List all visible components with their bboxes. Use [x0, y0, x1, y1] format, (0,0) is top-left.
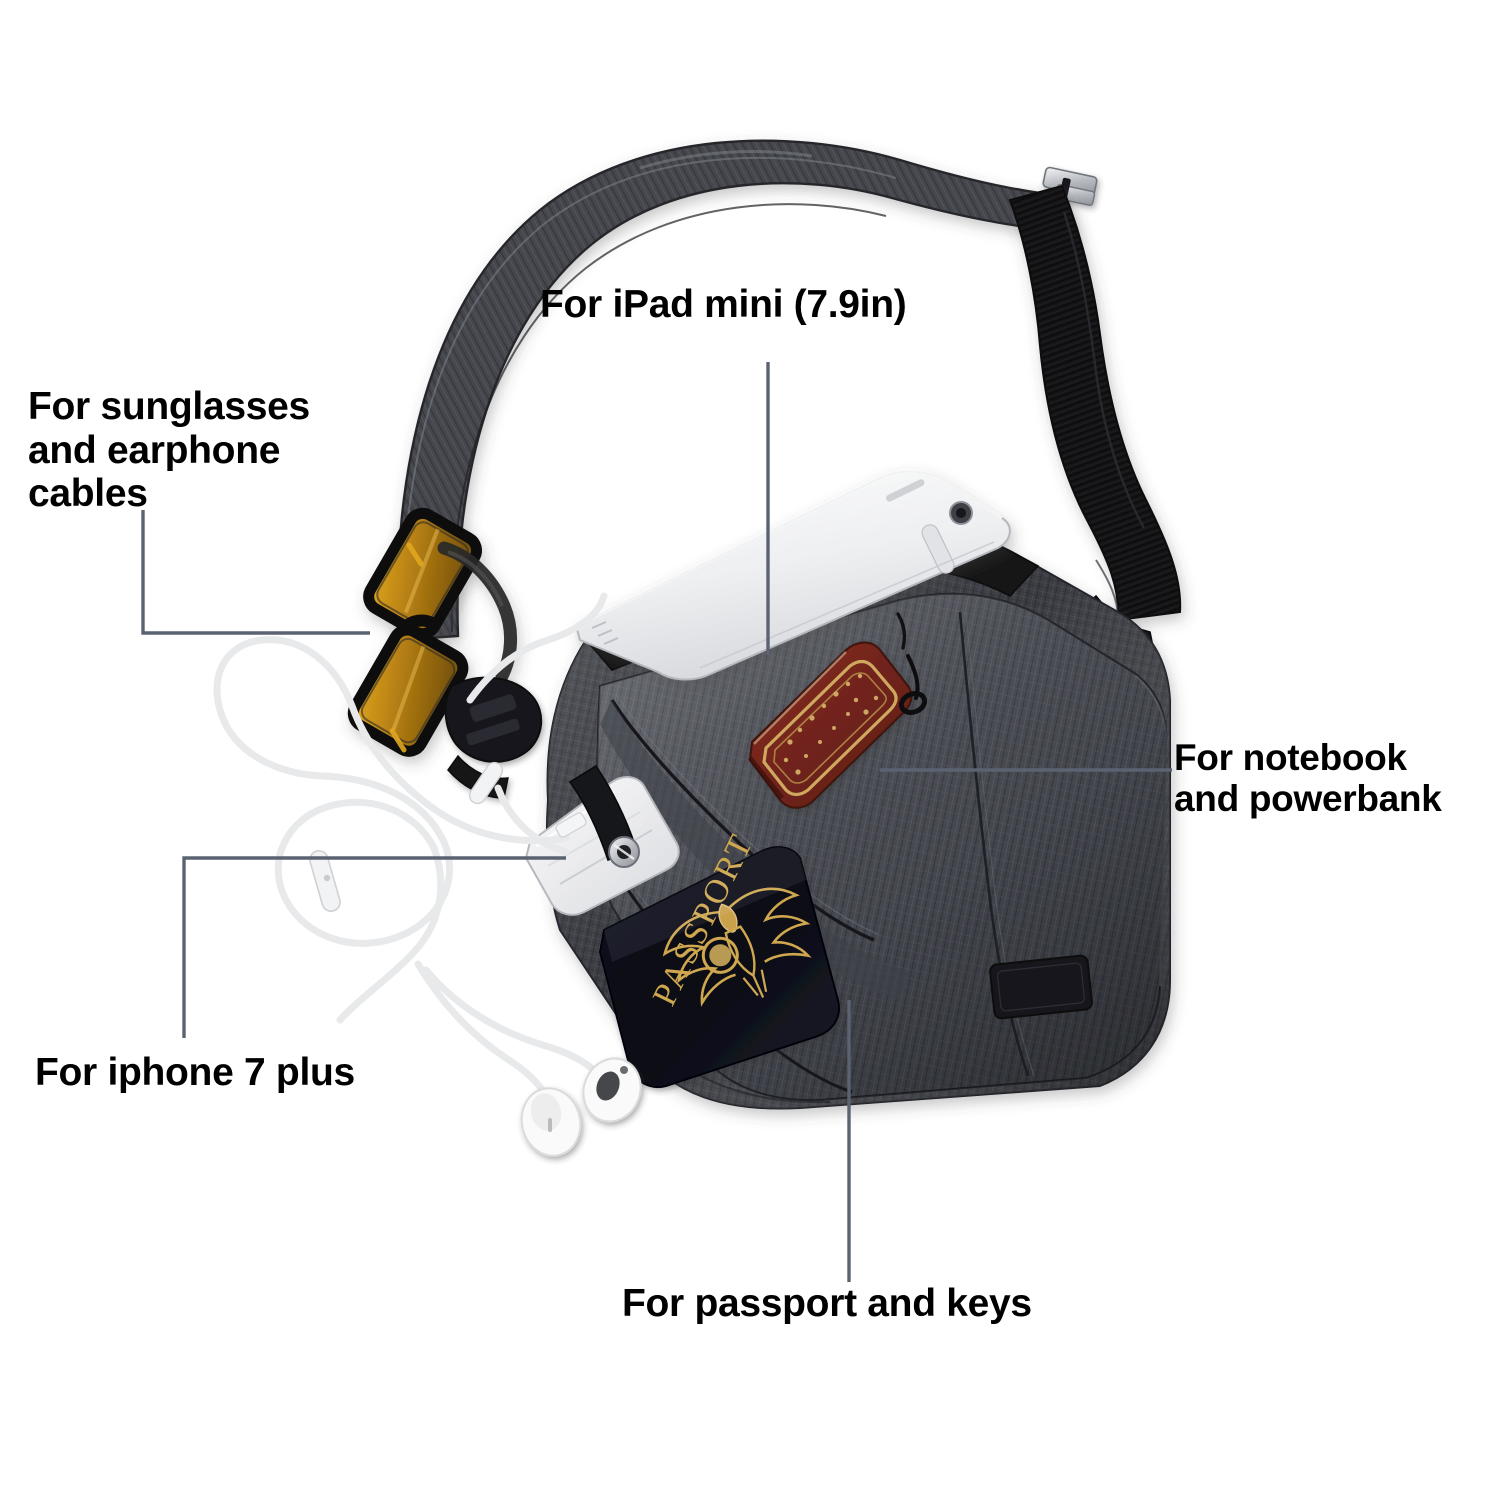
lightning-connector — [555, 812, 587, 838]
zipper-pull — [896, 612, 928, 715]
callout-notebook: For notebook and powerbank — [1174, 737, 1442, 820]
callout-sunglasses: For sunglasses and earphone cables — [28, 385, 310, 516]
callout-ipad: For iPad mini (7.9in) — [540, 283, 907, 326]
earbud-right — [582, 1057, 642, 1123]
ipad-mini — [574, 470, 1011, 681]
phone-pocket-strap — [568, 764, 640, 868]
earphone-remote — [309, 761, 504, 912]
callout-iphone: For iphone 7 plus — [35, 1051, 355, 1094]
brand-patch — [989, 954, 1093, 1020]
leader-line-sunglasses — [141, 510, 370, 635]
callout-passport: For passport and keys — [622, 1282, 1032, 1325]
sunglasses — [347, 507, 518, 757]
earbud-left — [520, 1087, 582, 1157]
notebook — [748, 641, 913, 809]
leader-line-iphone — [182, 856, 566, 1038]
